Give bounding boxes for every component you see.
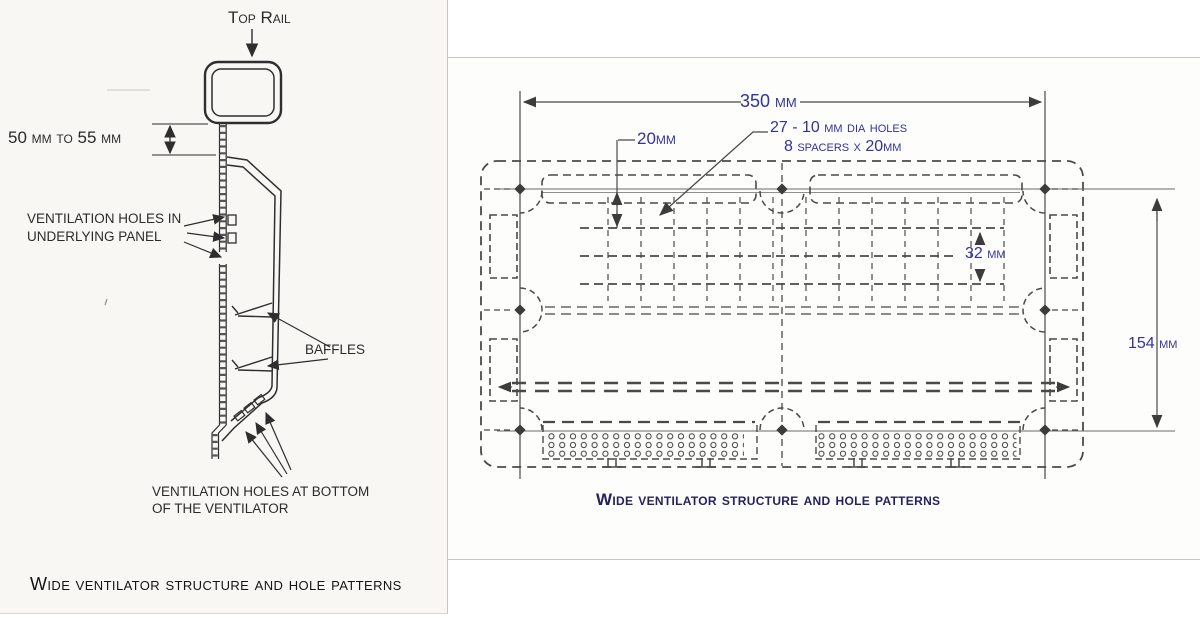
band-feet [602,458,965,468]
bottom-vent-holes [233,393,266,422]
vent-holes-bottom-label-1: VENTILATION HOLES AT BOTTOM [152,484,370,499]
top-rail-label: Top Rail [228,8,291,27]
long-slot-band [497,381,1071,393]
baffles-label: BAFFLES [305,342,366,357]
row-spacing-label: 32 mm [965,245,1006,262]
panel-strip [211,123,227,459]
vent-holes-panel-label-2: UNDERLYING PANEL [27,229,162,244]
section-view-drawing [104,29,331,478]
vent-holes-bottom-label-2: OF THE VENTILATOR [152,501,289,516]
ventilator-outline [480,160,1084,468]
hole-offset-dimension [611,139,635,228]
panel-holes-arrows [183,214,226,258]
hole-offset-label: 20mm [637,129,676,148]
bottom-perforation-band [542,420,1021,468]
plan-view-panel: 350 mm 20mm 27 - 10 mm dia holes 8 space… [448,57,1200,560]
right-caption: Wide ventilator structure and hole patte… [596,490,941,509]
holes-note-label-2: 8 spacers x 20mm [784,138,902,155]
height-dimension-label: 154 mm [1128,335,1178,352]
fastener-arcs [519,190,1046,431]
hole-grid [580,197,1005,301]
bottom-holes-arrows [245,411,292,478]
panel-holes [227,214,237,244]
vent-holes-panel-label-1: VENTILATION HOLES IN [27,211,182,226]
baffles-arrows [266,312,331,371]
width-dimension-label: 350 mm [740,91,797,111]
top-rail-tube [203,60,283,125]
section-view-panel: Top Rail 50 mm to 55 mm VENTILATION HOLE… [0,0,448,614]
side-clips [489,214,1078,402]
left-caption: Wide ventilator structure and hole patte… [30,574,402,594]
cover-profile [221,156,282,442]
baffle-fins [231,302,273,372]
top-slot-outlines [541,174,1023,204]
plan-view-drawing [480,91,1175,479]
holes-note-label-1: 27 - 10 mm dia holes [770,119,908,136]
holes-note-leader [659,131,768,216]
rail-height-label: 50 mm to 55 mm [8,128,122,147]
rail-height-dimension [152,123,216,156]
fastener-points [514,183,1051,436]
scan-artifact-speck [104,298,108,306]
fastener-row-dashes [484,188,1080,431]
